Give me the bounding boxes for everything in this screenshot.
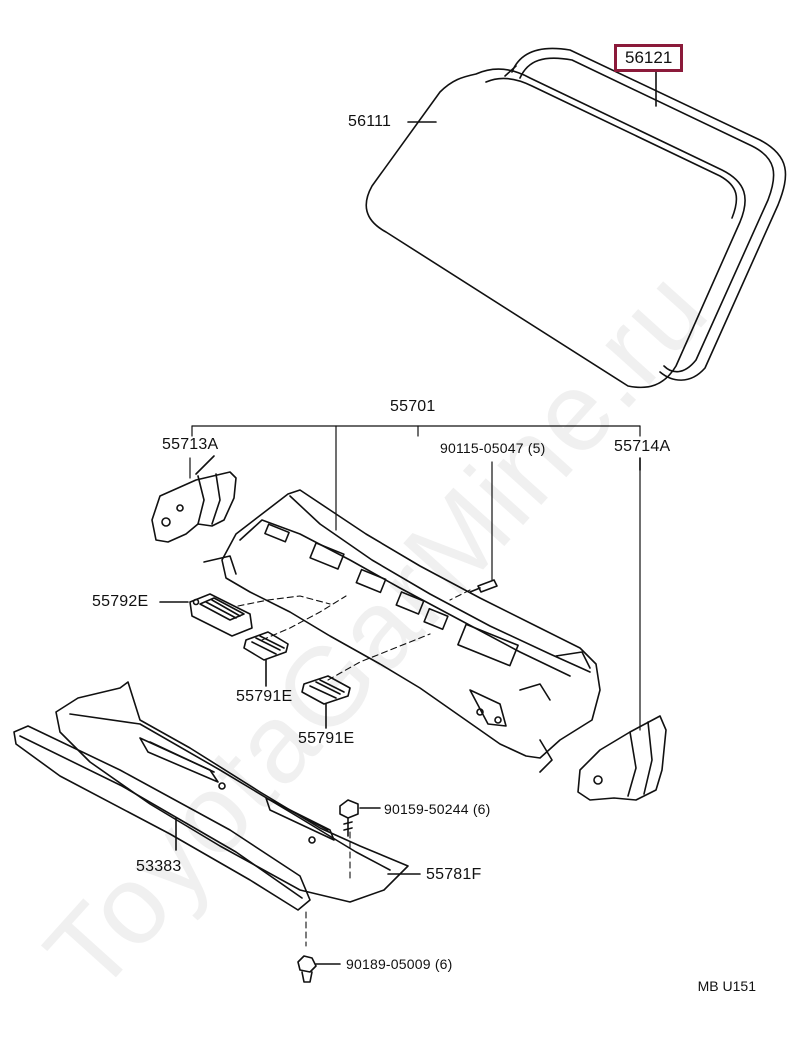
part-55791e-label-2[interactable]: 55791E [298, 730, 355, 747]
group-bracket [189, 425, 641, 731]
diagram-code: MB U151 [697, 978, 756, 994]
part-55781f-label[interactable]: 55781F [426, 866, 482, 883]
bolt-upper-shape [469, 579, 498, 593]
cowl-panel-shape [203, 489, 601, 773]
part-55701-label[interactable]: 55701 [390, 398, 436, 415]
clip-shape [297, 955, 317, 983]
seal-strip-shape [13, 725, 311, 911]
vent-louver-left-shape [189, 593, 253, 637]
part-90159-50244-label[interactable]: 90159-50244 (6) [384, 801, 491, 817]
screw-shape [339, 799, 359, 837]
cowl-side-right-shape [577, 715, 667, 801]
vent-louver-center-1-shape [243, 631, 289, 661]
part-55713a-label[interactable]: 55713A [162, 436, 219, 453]
part-90115-05047-label[interactable]: 90115-05047 (5) [440, 440, 546, 456]
part-55792e-label[interactable]: 55792E [92, 593, 149, 610]
part-55791e-label-1[interactable]: 55791E [236, 688, 293, 705]
part-56111-label[interactable]: 56111 [348, 113, 392, 130]
cowl-side-left-shape [151, 471, 237, 543]
part-55714a-label[interactable]: 55714A [614, 438, 671, 455]
cowl-top-ventilator-shape [55, 681, 409, 903]
part-53383-label[interactable]: 53383 [136, 858, 182, 875]
part-90189-05009-label[interactable]: 90189-05009 (6) [346, 956, 453, 972]
windshield-glass-shape [365, 68, 746, 389]
part-56121-label[interactable]: 56121 [614, 44, 684, 72]
vent-louver-center-2-shape [301, 675, 351, 705]
